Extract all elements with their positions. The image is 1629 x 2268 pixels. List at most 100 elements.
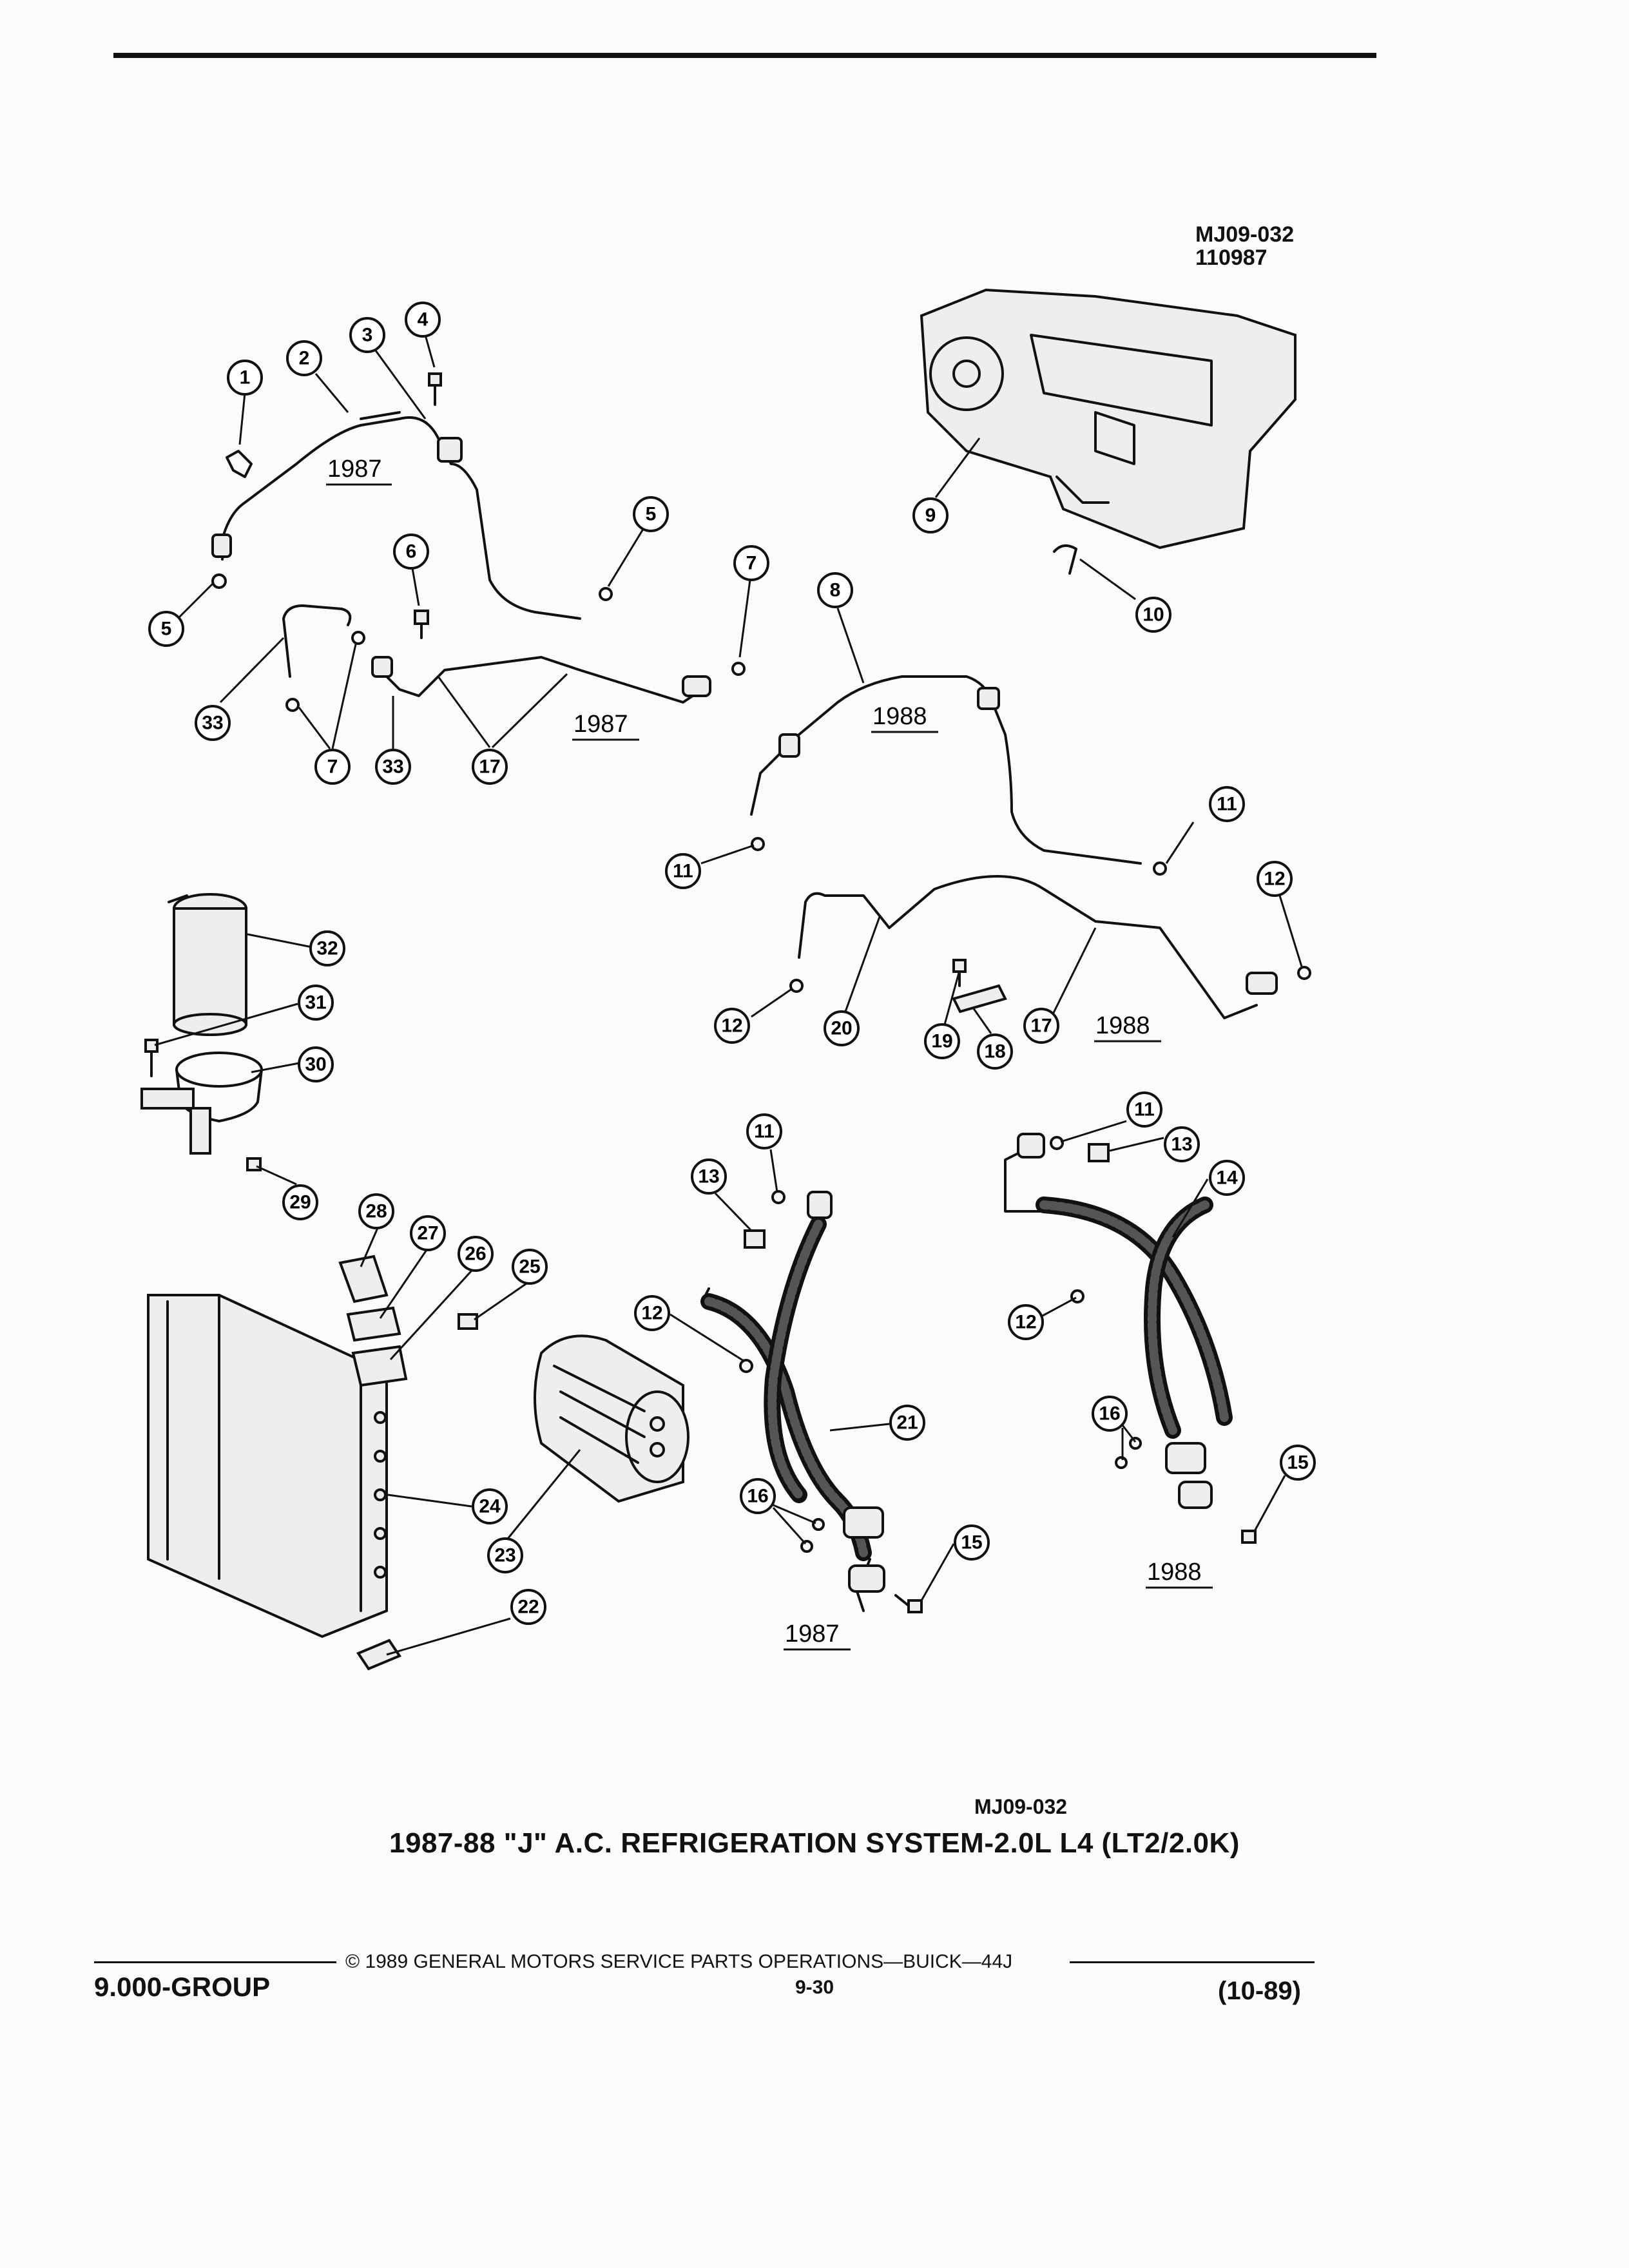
callout-24: 24 — [472, 1488, 508, 1524]
suction-line-1987 — [282, 604, 711, 704]
bolt-6 — [414, 610, 429, 639]
bolt-4 — [428, 372, 442, 406]
svg-text:20: 20 — [831, 1018, 852, 1039]
bolt-15-1987 — [894, 1594, 923, 1613]
svg-text:12: 12 — [641, 1303, 662, 1324]
svg-text:17: 17 — [479, 756, 500, 778]
callout-30: 30 — [298, 1046, 334, 1082]
svg-text:13: 13 — [1171, 1134, 1192, 1155]
svg-text:16: 16 — [1099, 1403, 1120, 1425]
svg-text:9: 9 — [925, 505, 936, 526]
callout-23: 23 — [487, 1537, 523, 1573]
insulator-stack-26-27-28 — [338, 1254, 408, 1387]
seals-1988 — [1050, 1136, 1142, 1469]
figure-code: MJ09-032 — [974, 1795, 1068, 1818]
callout-12-left: 12 — [714, 1008, 750, 1044]
seal-5-right — [599, 587, 613, 601]
svg-text:23: 23 — [494, 1545, 516, 1566]
bracket-22 — [356, 1639, 402, 1671]
svg-text:2: 2 — [299, 348, 310, 369]
callout-8: 8 — [817, 572, 853, 608]
svg-text:3: 3 — [362, 325, 373, 346]
callout-19: 19 — [924, 1023, 960, 1059]
footer-copyright: © 1989 GENERAL MOTORS SERVICE PARTS OPER… — [345, 1951, 1013, 1972]
nut-25 — [458, 1313, 478, 1330]
svg-text:32: 32 — [316, 938, 338, 959]
figure-id: MJ09-032 — [1195, 222, 1295, 247]
callout-5-left: 5 — [148, 611, 184, 647]
callout-28: 28 — [358, 1193, 394, 1229]
figure-id-block: MJ09-032 110987 — [1195, 223, 1294, 269]
svg-text:26: 26 — [465, 1244, 486, 1265]
bracket-18 — [952, 984, 1007, 1014]
condenser-24 — [147, 1294, 388, 1639]
bolt-19 — [952, 959, 967, 987]
svg-text:11: 11 — [1217, 794, 1237, 815]
svg-text:17: 17 — [1030, 1015, 1052, 1037]
callout-12-1988-hose: 12 — [1008, 1304, 1044, 1340]
svg-text:12: 12 — [1264, 869, 1285, 890]
seals-1987 — [739, 1190, 825, 1553]
liquid-line-1988 — [750, 675, 1142, 865]
svg-text:1987: 1987 — [785, 1620, 840, 1648]
callout-25: 25 — [512, 1249, 548, 1285]
nut-13-1988 — [1088, 1143, 1110, 1162]
svg-text:27: 27 — [417, 1223, 438, 1244]
svg-text:11: 11 — [754, 1121, 775, 1142]
nut-13-1987 — [744, 1229, 766, 1249]
svg-text:5: 5 — [646, 504, 657, 525]
svg-text:1988: 1988 — [1147, 1559, 1202, 1586]
callout-9: 9 — [912, 497, 949, 533]
svg-text:33: 33 — [382, 756, 403, 778]
year-label-1988-liquid: 1988 — [871, 703, 938, 733]
svg-text:22: 22 — [517, 1597, 539, 1618]
callout-11-1988-hose: 11 — [1126, 1091, 1162, 1128]
callout-17-1988: 17 — [1023, 1008, 1059, 1044]
footer-page-number: 9-30 — [795, 1977, 834, 1998]
callout-14: 14 — [1209, 1160, 1245, 1196]
bolt-31 — [144, 1039, 159, 1077]
callout-13-1987-hose: 13 — [691, 1158, 727, 1195]
callout-10: 10 — [1135, 597, 1171, 633]
line-clip-1 — [226, 450, 253, 478]
year-label-1988-hose: 1988 — [1146, 1559, 1213, 1589]
callout-20: 20 — [824, 1010, 860, 1046]
hose-assembly-1987 — [700, 1191, 885, 1612]
svg-text:30: 30 — [305, 1054, 326, 1075]
callout-17-1987: 17 — [472, 749, 508, 785]
svg-text:13: 13 — [698, 1166, 719, 1187]
svg-text:14: 14 — [1216, 1168, 1238, 1189]
callout-26: 26 — [458, 1236, 494, 1272]
callout-12-right: 12 — [1257, 861, 1293, 897]
drain-elbow-10 — [1053, 544, 1077, 575]
callout-11-right: 11 — [1209, 786, 1245, 822]
svg-text:1988: 1988 — [872, 703, 927, 730]
bolt-15-1988 — [1241, 1530, 1257, 1544]
figure-caption: 1987-88 "J" A.C. REFRIGERATION SYSTEM-2.… — [389, 1827, 1240, 1859]
svg-text:12: 12 — [721, 1015, 742, 1037]
leader-lines — [154, 334, 1303, 1656]
svg-text:4: 4 — [418, 309, 429, 331]
callout-16-1988-hose: 16 — [1092, 1396, 1128, 1432]
svg-text:15: 15 — [1287, 1452, 1308, 1474]
seal-7 — [285, 631, 746, 712]
callout-2: 2 — [286, 340, 322, 376]
svg-text:24: 24 — [479, 1496, 501, 1517]
callout-11-left: 11 — [665, 853, 701, 889]
svg-text:16: 16 — [747, 1486, 768, 1507]
svg-text:1: 1 — [240, 367, 251, 389]
svg-text:28: 28 — [365, 1201, 387, 1222]
figure-date-code: 110987 — [1195, 245, 1268, 270]
callout-4: 4 — [405, 302, 441, 338]
callout-21: 21 — [889, 1405, 925, 1441]
callout-15-1988-hose: 15 — [1280, 1445, 1316, 1481]
callout-11-1987-hose: 11 — [746, 1113, 782, 1149]
callout-12-1987-hose: 12 — [634, 1295, 670, 1331]
callout-1: 1 — [227, 360, 263, 396]
hose-assembly-1988 — [1004, 1133, 1233, 1509]
callout-7-lower: 7 — [314, 749, 351, 785]
callout-22: 22 — [510, 1589, 546, 1625]
callout-18: 18 — [977, 1033, 1013, 1070]
svg-text:1987: 1987 — [574, 711, 628, 738]
